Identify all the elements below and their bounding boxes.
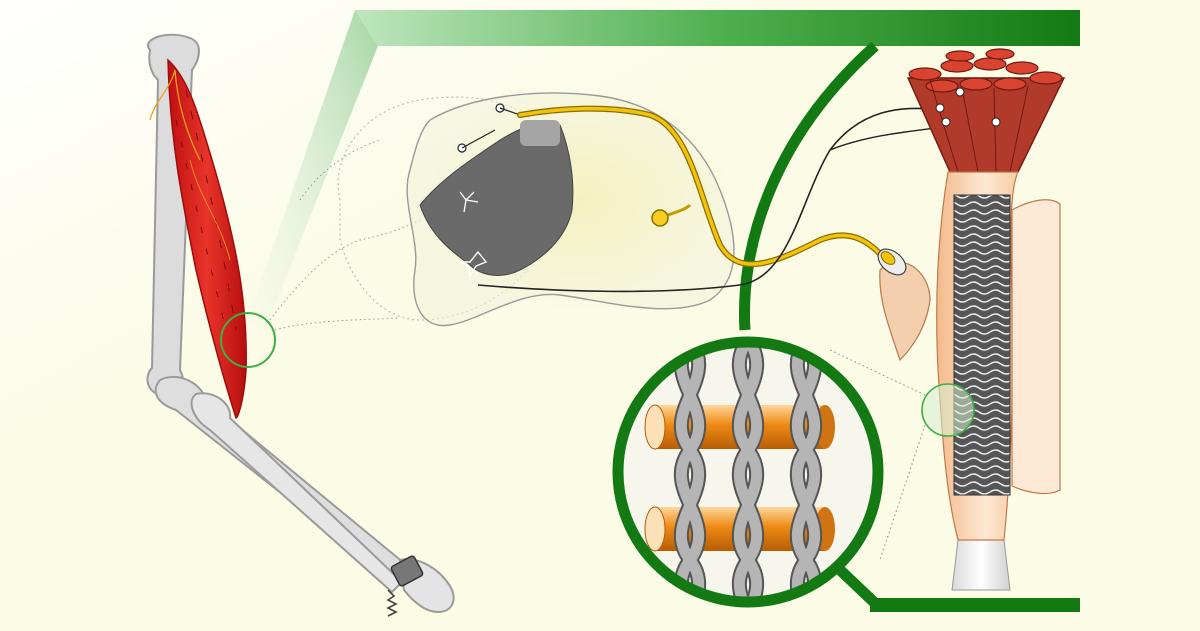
zoom-frame [355,10,1080,612]
arm-skeleton-icon [146,33,455,617]
spring-icon [386,589,398,617]
frame-bottom-bar [870,598,1080,612]
spinal-cord-icon [337,90,735,327]
magnifier-ring [612,336,884,608]
biceps-muscle-icon [149,58,276,419]
interneuron-icon [459,191,479,213]
neuromuscular-junction-icon [877,248,907,276]
muscle-fiber-column [877,171,1061,591]
frame-divider-curve [739,41,879,331]
weight-cuff [390,555,424,587]
nerve-fibers [477,105,991,293]
sensory-nerve [518,106,892,267]
zoom-circle-arm [220,312,276,368]
zoom-cone [248,10,378,330]
actin-filaments [673,342,823,602]
motor-nerve [477,107,941,293]
actin-myosin-filaments-icon [612,336,884,612]
motor-neuron-icon [459,250,488,278]
frame-top-bar [355,10,1080,46]
muscle-fiber-bundle-icon [906,48,1066,173]
zoom-circle-fiber [921,383,975,437]
magnifier-connectors [829,349,926,561]
magnifier-handle [832,562,884,612]
dotted-connector [269,139,421,331]
dorsal-root-ganglion-icon [651,209,669,227]
